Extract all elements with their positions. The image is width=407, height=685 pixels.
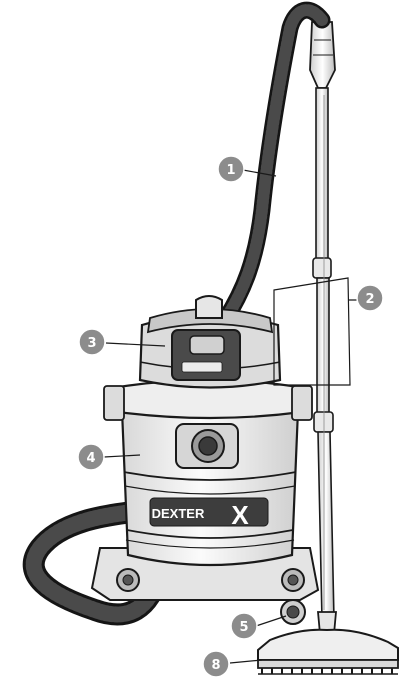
callout-1-label: 1 [226, 163, 235, 178]
callout-8-label: 8 [211, 658, 220, 673]
castor-wheel [280, 599, 306, 625]
callout-4: 4 [77, 443, 105, 471]
brand-name: DEXTER [152, 506, 205, 521]
tank: DEXTER X [90, 378, 320, 601]
callout-5: 5 [230, 612, 258, 640]
motor-head [138, 295, 282, 389]
callout-5-label: 5 [239, 620, 248, 635]
brand-logo-mark: X [231, 500, 249, 530]
callout-8: 8 [202, 650, 230, 678]
floor-nozzle [257, 611, 399, 675]
extension-tubes [309, 21, 336, 621]
callout-2: 2 [356, 284, 384, 312]
leader-lines [103, 169, 358, 664]
callout-1: 1 [217, 155, 245, 183]
callout-3: 3 [78, 328, 106, 356]
callout-3-label: 3 [87, 336, 96, 351]
callout-4-label: 4 [86, 451, 95, 466]
callout-2-label: 2 [365, 292, 374, 307]
